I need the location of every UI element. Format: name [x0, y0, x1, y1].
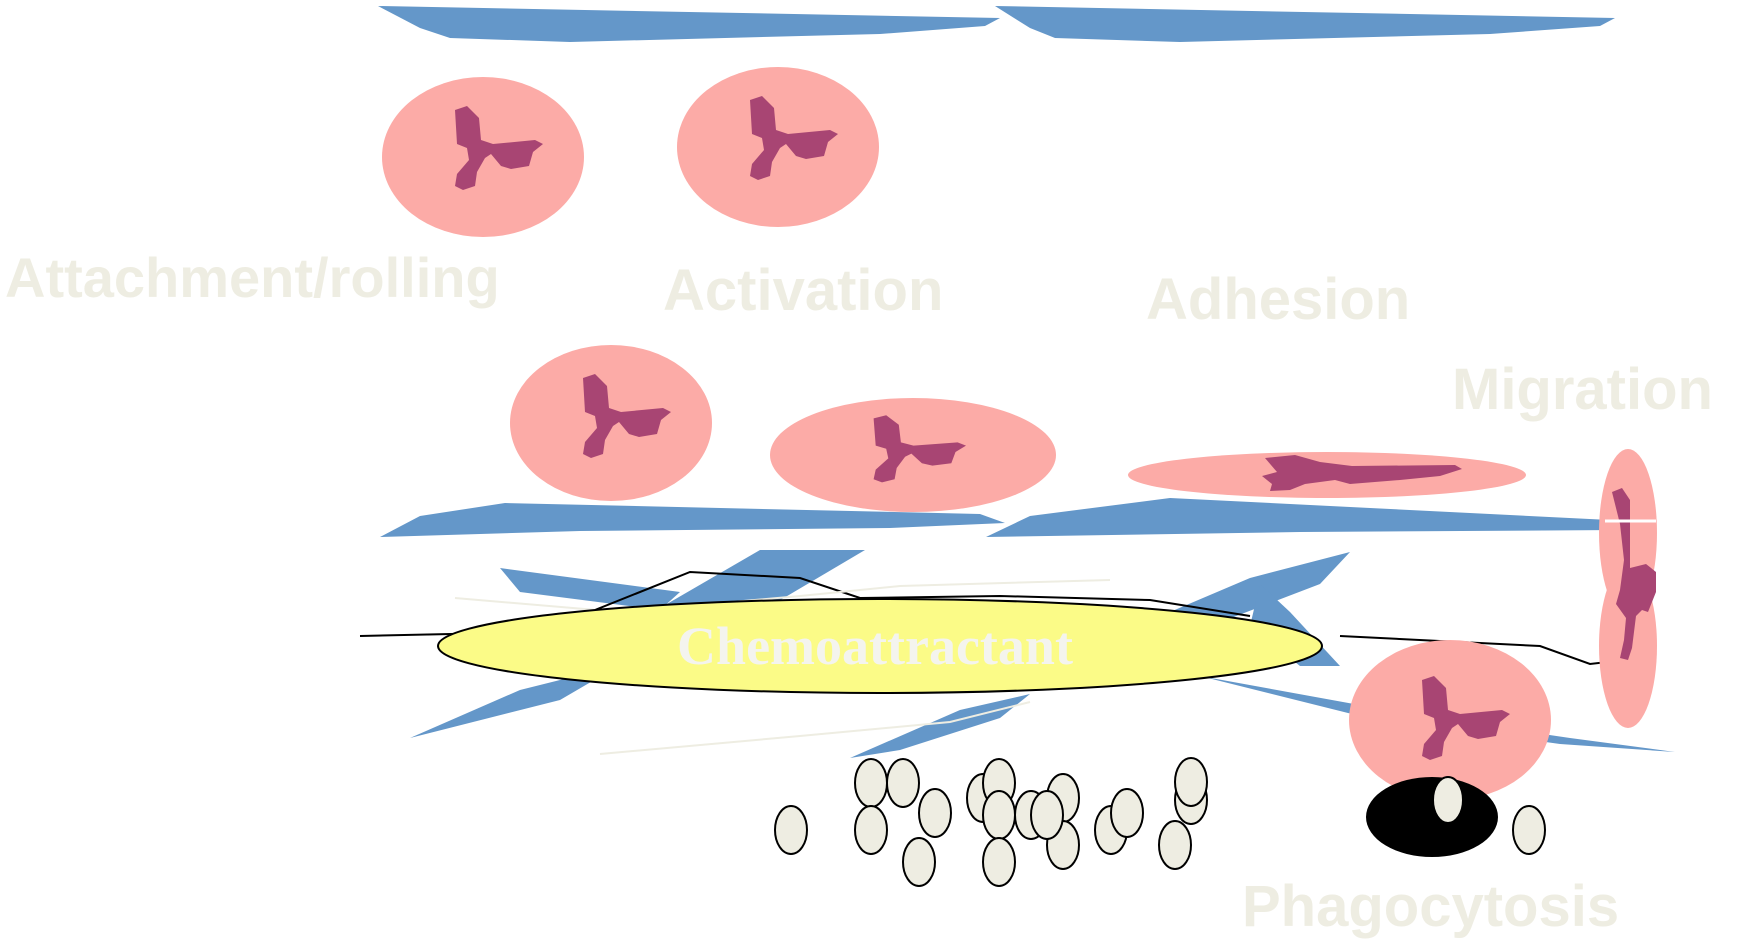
- vessel-wall-bottom: [380, 498, 1650, 537]
- vessel-wall-top: [378, 6, 1615, 42]
- bacterium: [1175, 758, 1207, 806]
- bacterium: [1031, 791, 1063, 839]
- bacterium: [983, 791, 1015, 839]
- bacterium: [1111, 789, 1143, 837]
- label-activation: Activation: [663, 258, 943, 323]
- bacterium: [903, 838, 935, 886]
- endothelial-cell: [986, 498, 1650, 537]
- bacterium: [1433, 777, 1463, 823]
- bacterium: [1159, 821, 1191, 869]
- bacterium: [983, 838, 1015, 886]
- phagosome: [1366, 777, 1498, 857]
- label-phagocytosis: Phagocytosis: [1242, 874, 1619, 939]
- leukocyte-rolling-1: [382, 77, 584, 237]
- bacterium: [855, 806, 887, 854]
- leukocyte-migrating: [1599, 449, 1657, 728]
- bacterium: [919, 789, 951, 837]
- bacterium: [887, 759, 919, 807]
- endothelial-cell: [378, 6, 1000, 42]
- leukocyte-phagocytic: [1349, 640, 1551, 800]
- label-adhesion: Adhesion: [1146, 267, 1410, 332]
- phagosome-body: [1366, 777, 1498, 857]
- leukocyte-spread: [1128, 452, 1526, 498]
- label-migration: Migration: [1452, 357, 1713, 422]
- leukocyte-adhering: [770, 398, 1056, 512]
- endothelial-cell: [995, 6, 1615, 42]
- tissue-fiber: [850, 694, 1030, 758]
- leukocyte-activated: [510, 345, 712, 501]
- bacterium: [1513, 806, 1545, 854]
- label-attachment-rolling: Attachment/rolling: [5, 246, 500, 309]
- leukocyte-rolling-2: [677, 67, 879, 227]
- bacterium: [855, 759, 887, 807]
- bacterium: [775, 806, 807, 854]
- chemoattractant-label: Chemoattractant: [677, 616, 1073, 676]
